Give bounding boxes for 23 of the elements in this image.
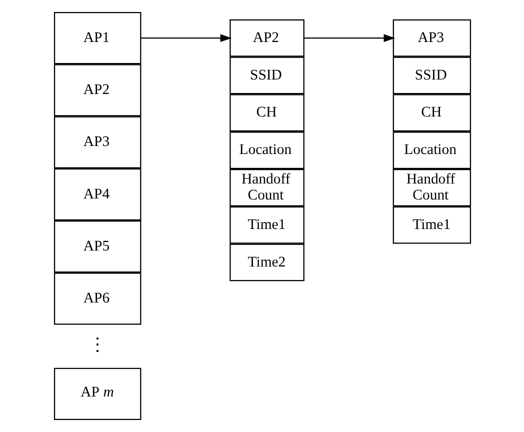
node-box: CH — [392, 94, 471, 132]
node-box: AP3 — [392, 19, 471, 57]
node-box: AP2 — [229, 19, 304, 57]
node-box: Time1 — [392, 206, 471, 244]
node-box: AP3 — [53, 116, 141, 168]
node-box: AP6 — [53, 272, 141, 325]
node-box: SSID — [392, 56, 471, 94]
node-box: Location — [229, 132, 304, 169]
arrow — [304, 34, 395, 42]
node-box: Location — [392, 132, 471, 169]
node-box: AP1 — [53, 12, 141, 64]
node-box: CH — [229, 94, 304, 132]
label: ⋮ — [88, 334, 106, 355]
node-box: AP m — [53, 368, 141, 420]
node-box: Handoff Count — [229, 168, 304, 206]
node-box: AP4 — [53, 168, 141, 221]
node-box: Handoff Count — [392, 168, 471, 206]
node-box: SSID — [229, 56, 304, 94]
node-box: AP5 — [53, 220, 141, 273]
arrow — [140, 34, 232, 42]
node-box: AP2 — [53, 64, 141, 116]
node-box: Time2 — [229, 244, 304, 282]
node-box: Time1 — [229, 206, 304, 244]
